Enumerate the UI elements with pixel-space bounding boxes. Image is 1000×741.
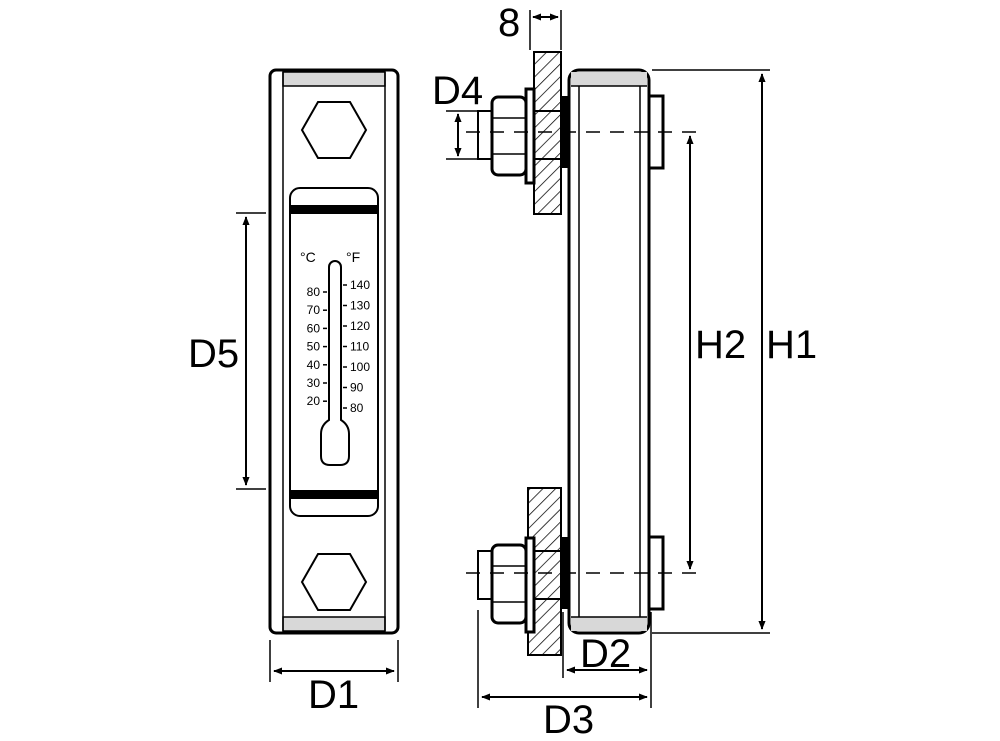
- d4-dimension: D4: [432, 69, 483, 160]
- d5-label: D5: [188, 332, 239, 376]
- d2-label: D2: [580, 632, 631, 676]
- d3-dimension: D3: [477, 610, 648, 741]
- h2-dimension: H2: [686, 135, 746, 570]
- h1-label: H1: [766, 323, 817, 367]
- fahrenheit-tick-label: 110: [350, 340, 369, 354]
- top-nut: [490, 95, 528, 177]
- h1-dimension: H1: [652, 69, 817, 634]
- celsius-tick-label: 50: [307, 340, 321, 354]
- d4-label: D4: [432, 69, 483, 113]
- d5-dimension: D5: [188, 212, 266, 490]
- wall-dimension: 8: [498, 1, 562, 50]
- celsius-tick-label: 40: [307, 358, 321, 372]
- sight-glass-window: [289, 187, 379, 517]
- fahrenheit-tick-label: 100: [350, 360, 370, 374]
- celsius-tick-label: 30: [307, 376, 321, 390]
- bottom-nut: [490, 543, 528, 625]
- fahrenheit-tick-label: 130: [350, 299, 370, 313]
- fahrenheit-tick-label: 90: [350, 381, 364, 395]
- window-bottom-band: [291, 490, 377, 499]
- celsius-tick-label: 20: [307, 394, 321, 408]
- side-bottom-cap: [571, 617, 647, 631]
- front-bottom-cap: [282, 616, 386, 632]
- side-view: [466, 51, 700, 656]
- top-tank-wall: [533, 51, 562, 215]
- celsius-tick-label: 80: [307, 285, 321, 299]
- fahrenheit-tick-label: 80: [350, 401, 364, 415]
- wall-label: 8: [498, 1, 520, 45]
- fahrenheit-tick-label: 120: [350, 319, 370, 333]
- top-hex-bolt-icon: [300, 101, 368, 159]
- front-top-cap: [282, 71, 386, 87]
- thermometer-icon: [320, 260, 350, 466]
- celsius-tick-label: 70: [307, 303, 321, 317]
- top-bolt-shank: [477, 110, 493, 160]
- bottom-washer: [524, 536, 536, 634]
- d3-label: D3: [543, 698, 594, 741]
- d2-dimension: D2: [562, 612, 652, 708]
- fahrenheit-scale: 140 130 120 110 100 90 80: [343, 278, 370, 415]
- d1-label: D1: [308, 673, 359, 717]
- h2-label: H2: [695, 323, 746, 367]
- celsius-unit: °C: [300, 249, 316, 265]
- side-top-cap: [571, 72, 647, 86]
- celsius-tick-label: 60: [307, 321, 321, 335]
- window-top-band: [291, 205, 377, 214]
- side-body: [567, 68, 651, 635]
- celsius-scale: 80 70 60 50 40 30 20: [307, 285, 327, 408]
- fahrenheit-unit: °F: [346, 249, 360, 265]
- top-washer: [524, 87, 536, 185]
- d1-dimension: D1: [269, 640, 399, 717]
- bottom-hex-bolt-icon: [300, 553, 368, 611]
- fahrenheit-tick-label: 140: [350, 278, 370, 292]
- bottom-bolt-shank: [477, 550, 493, 600]
- front-view: °C °F 80 70 60 50 40 30 20 140 130 120 110 100 90 80: [268, 68, 400, 635]
